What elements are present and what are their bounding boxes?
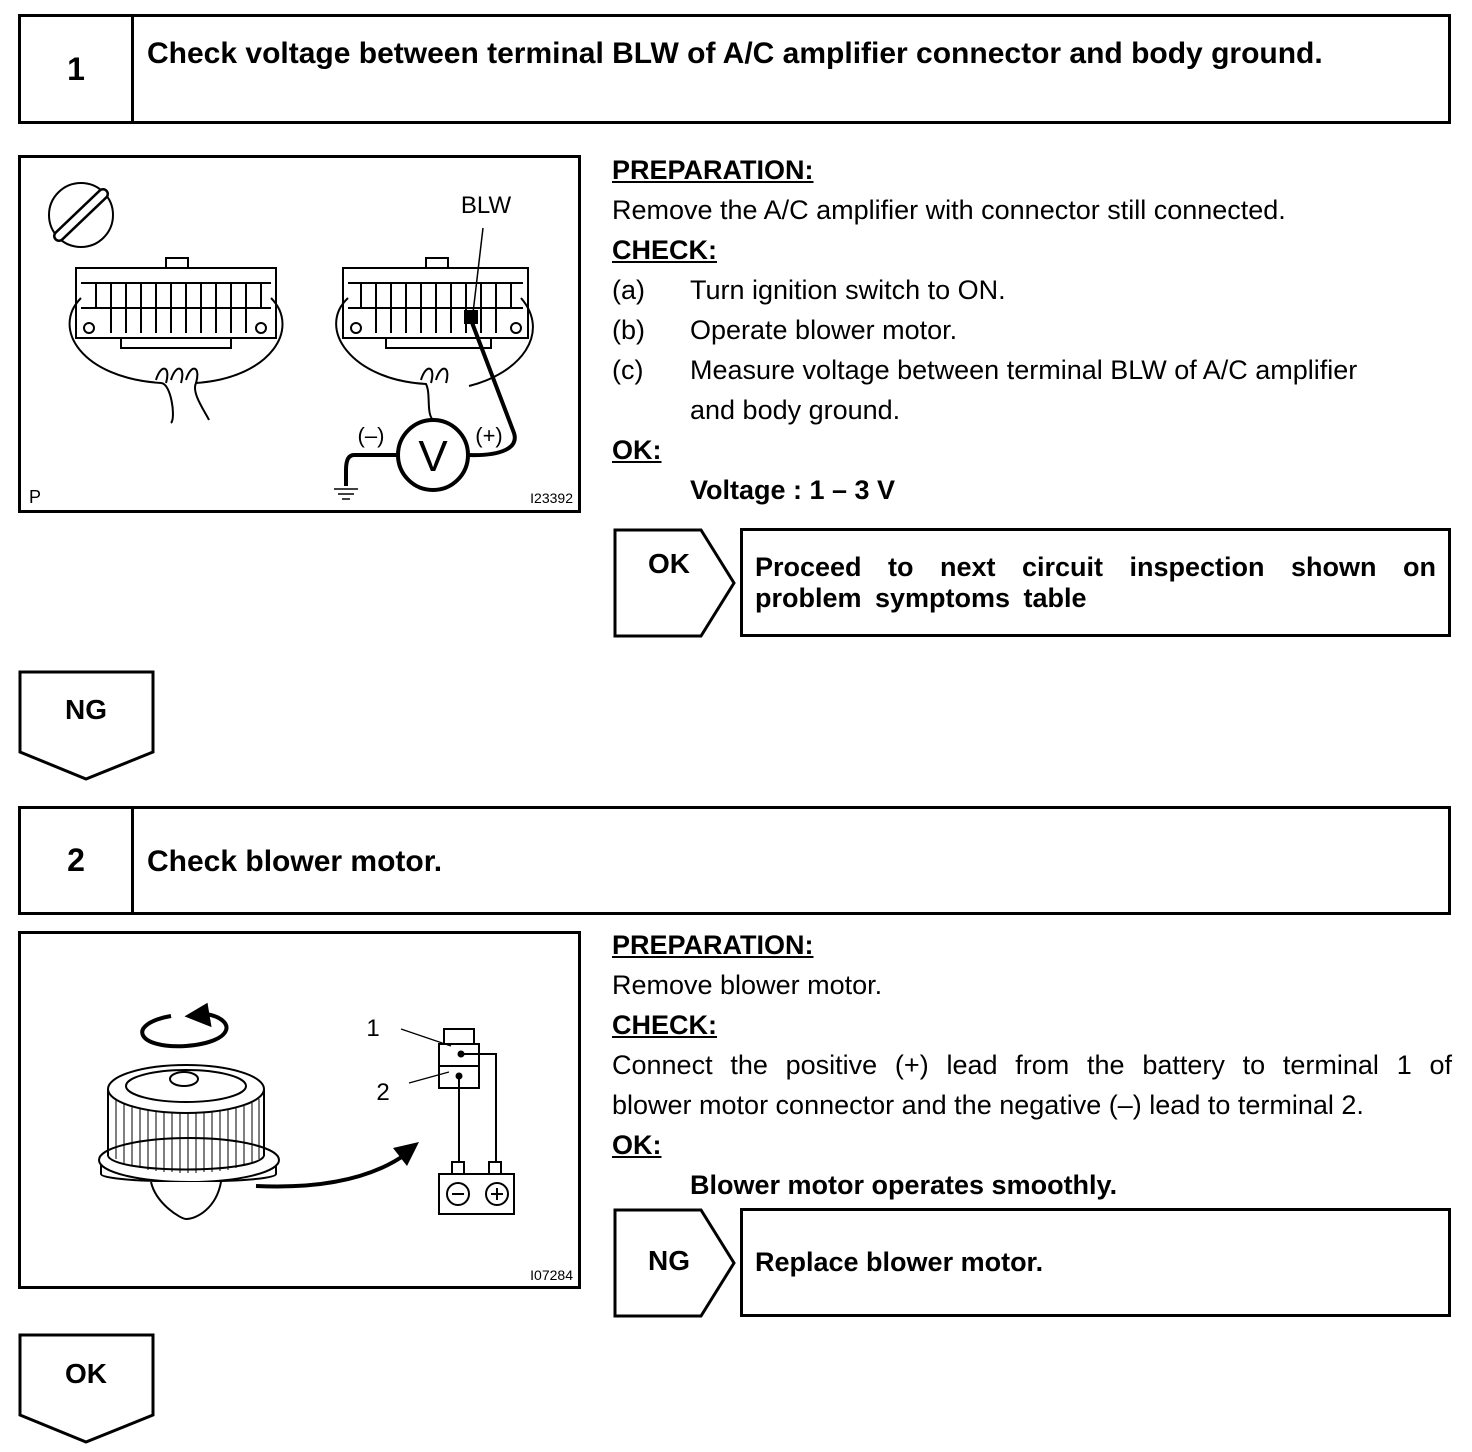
step-2-title: Check blower motor. xyxy=(147,845,443,878)
voltmeter-symbol: V xyxy=(418,432,448,481)
wire-positive xyxy=(463,1053,497,1169)
check-item-label-a: (a) xyxy=(612,275,645,305)
ok-result-arrow xyxy=(613,528,736,638)
check-item-text-c-line1: Measure voltage between terminal BLW of … xyxy=(690,355,1358,385)
step-2-figure: 1 2 I07284 xyxy=(18,931,581,1289)
connection-arrow xyxy=(255,1152,408,1189)
step-2-result-text: Replace blower motor. xyxy=(755,1247,1044,1277)
step-1-ok-header: OK: xyxy=(612,435,662,465)
check-item-label-b: (b) xyxy=(612,315,645,345)
check-item-text-b: Operate blower motor. xyxy=(690,315,958,345)
step-1-title: Check voltage between terminal BLW of A/… xyxy=(147,37,1323,70)
ok-down-arrow-label: OK xyxy=(65,1358,107,1389)
positive-label: (+) xyxy=(475,423,503,448)
ng-result-arrow-label: NG xyxy=(648,1245,690,1276)
step-2-preparation-header: PREPARATION: xyxy=(612,930,814,960)
arrowhead-icon xyxy=(393,1142,419,1166)
amplifier-connector-left xyxy=(68,257,284,424)
step-2-check-header: CHECK: xyxy=(612,1010,717,1040)
positive-lead xyxy=(468,319,517,458)
blw-terminal xyxy=(464,310,478,324)
amplifier-connector-right xyxy=(335,257,534,421)
step-1-figure: BLW V (–) (+) P I23392 xyxy=(18,155,581,513)
blower-motor-diagram: 1 2 I07284 xyxy=(98,1002,573,1283)
check-item-label-c: (c) xyxy=(612,355,644,385)
ng-result-arrow xyxy=(613,1208,736,1318)
check-item-text-c-line2: and body ground. xyxy=(690,395,901,425)
step-1-preparation-text: Remove the A/C amplifier with connector … xyxy=(612,195,1286,225)
step-2-preparation-text: Remove blower motor. xyxy=(612,970,883,1000)
step-1-preparation-header: PREPARATION: xyxy=(612,155,814,185)
terminal-1-label: 1 xyxy=(366,1015,379,1042)
rotation-arrow-icon xyxy=(140,1002,229,1049)
negative-label: (–) xyxy=(358,423,385,448)
step-2-check-line1: Connect the positive (+) lead from the b… xyxy=(612,1050,1452,1080)
terminal-2-label: 2 xyxy=(376,1079,389,1106)
step-1-result-box: Proceed to next circuit inspection shown… xyxy=(740,528,1451,637)
step-1-number: 1 xyxy=(21,17,134,121)
step-1-check-header: CHECK: xyxy=(612,235,717,265)
ng-down-arrow-label: NG xyxy=(65,694,107,725)
step-1-header: 1 Check voltage between terminal BLW of … xyxy=(18,14,1451,124)
step-1-ok-spec: Voltage : 1 – 3 V xyxy=(690,475,896,505)
no-connection-icon xyxy=(48,182,114,248)
negative-lead xyxy=(344,453,398,486)
step-2-header: 2 Check blower motor. xyxy=(18,806,1451,915)
figure-id: I07284 xyxy=(530,1267,573,1283)
step-2-ok-header: OK: xyxy=(612,1130,662,1160)
battery-icon xyxy=(438,1161,515,1215)
ok-result-arrow-label: OK xyxy=(648,548,690,579)
ground-icon xyxy=(334,488,358,500)
step-1-result-text: Proceed to next circuit inspection shown… xyxy=(755,551,1436,613)
connector-voltmeter-diagram: BLW V (–) (+) P I23392 xyxy=(29,182,573,507)
figure-corner-label: P xyxy=(29,487,41,507)
step-2-ok-spec: Blower motor operates smoothly. xyxy=(690,1170,1118,1200)
step-2-number: 2 xyxy=(21,809,134,912)
figure-id: I23392 xyxy=(530,490,573,506)
check-item-text-a: Turn ignition switch to ON. xyxy=(690,275,1006,305)
blower-motor-icon xyxy=(98,1064,280,1221)
step-2-result-box: Replace blower motor. xyxy=(740,1208,1451,1317)
ng-down-arrow xyxy=(18,670,155,781)
step-2-check-line2: blower motor connector and the negative … xyxy=(612,1090,1364,1120)
ok-down-arrow xyxy=(18,1333,155,1444)
blw-label: BLW xyxy=(461,192,512,219)
